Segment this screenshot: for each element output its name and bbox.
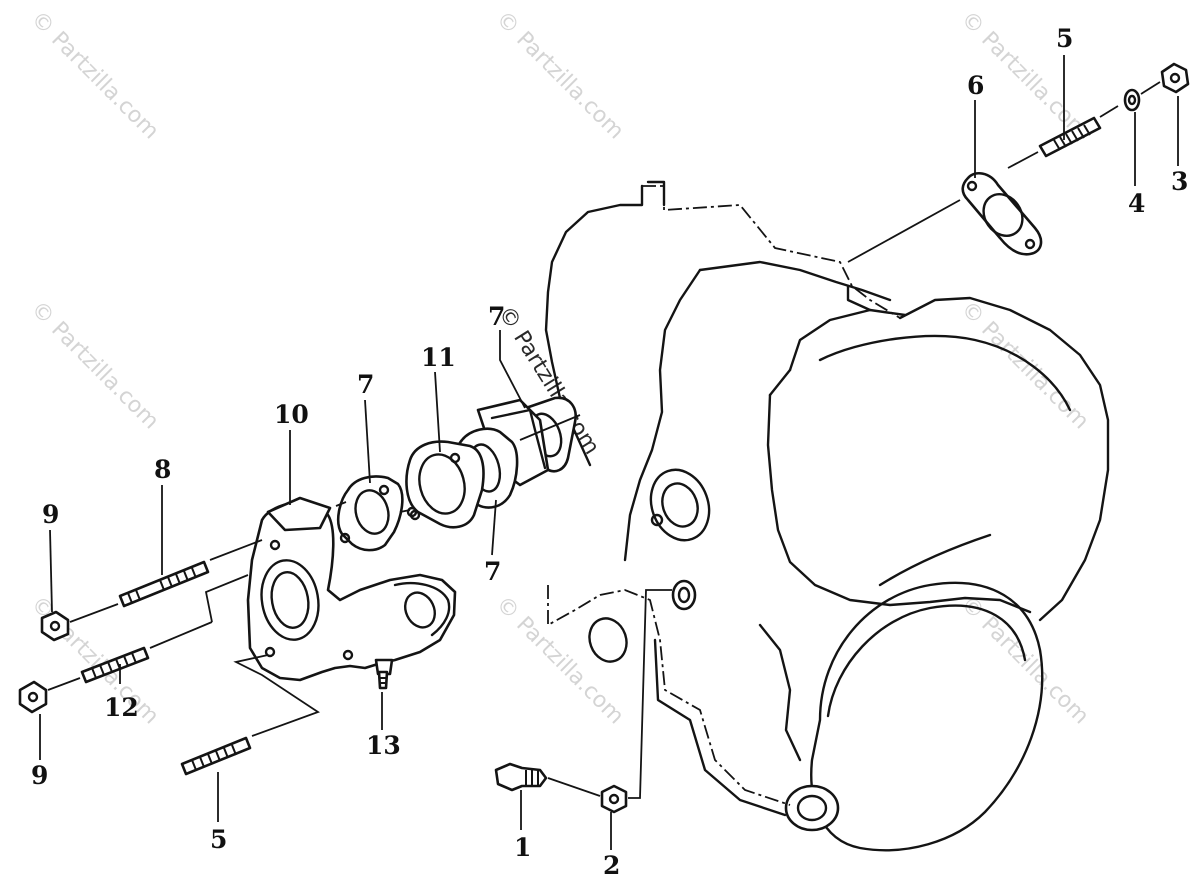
watermark: © Partzilla.com — [26, 297, 164, 435]
callout-3: 3 — [1171, 167, 1188, 196]
part-10-exhaust-manifold — [246, 496, 457, 682]
callout-7-right: 7 — [488, 302, 505, 331]
part-7-gasket-left — [336, 475, 404, 552]
callout-4: 4 — [1128, 189, 1145, 218]
callout-5-upper: 5 — [1056, 24, 1073, 53]
callout-10: 10 — [274, 400, 309, 429]
engine-crankcase-outline — [544, 180, 1110, 852]
part-3-nut — [1160, 62, 1190, 94]
callout-11: 11 — [421, 343, 456, 372]
callout-7-bottom: 7 — [484, 557, 501, 586]
callout-2: 2 — [603, 851, 620, 880]
watermark: © Partzilla.com — [491, 7, 629, 145]
part-9-nut-lower — [18, 680, 48, 714]
part-5-stud-lower — [180, 736, 252, 776]
part-1-fitting — [494, 762, 548, 792]
callout-13: 13 — [366, 731, 401, 760]
part-4-washer — [1123, 88, 1141, 112]
callout-9-upper: 9 — [42, 500, 59, 529]
part-6-gasket — [961, 171, 1043, 256]
watermarks: © Partzilla.com © Partzilla.com © Partzi… — [26, 7, 1094, 730]
part-9-nut-upper — [40, 610, 70, 642]
assembly-lines — [47, 81, 1161, 799]
callout-9-lower: 9 — [31, 761, 48, 790]
callout-7-left: 7 — [357, 370, 374, 399]
callout-12: 12 — [104, 693, 139, 722]
callout-leaders — [39, 55, 1179, 850]
callout-5-lower: 5 — [210, 825, 227, 854]
part-13-fitting — [377, 670, 389, 690]
part-5-stud-upper — [1038, 116, 1102, 158]
part-12-stud — [80, 646, 150, 684]
callout-8: 8 — [154, 455, 171, 484]
watermark: © Partzilla.com — [26, 7, 164, 145]
callout-1: 1 — [514, 833, 531, 862]
part-2-nut — [600, 784, 628, 814]
stud-hole — [406, 506, 418, 518]
callout-labels: 1 2 3 4 5 5 6 7 7 7 8 9 9 10 11 12 13 — [31, 24, 1188, 880]
part-8-stud — [118, 560, 210, 608]
callout-6: 6 — [967, 71, 984, 100]
part-11-insulator — [405, 440, 485, 529]
